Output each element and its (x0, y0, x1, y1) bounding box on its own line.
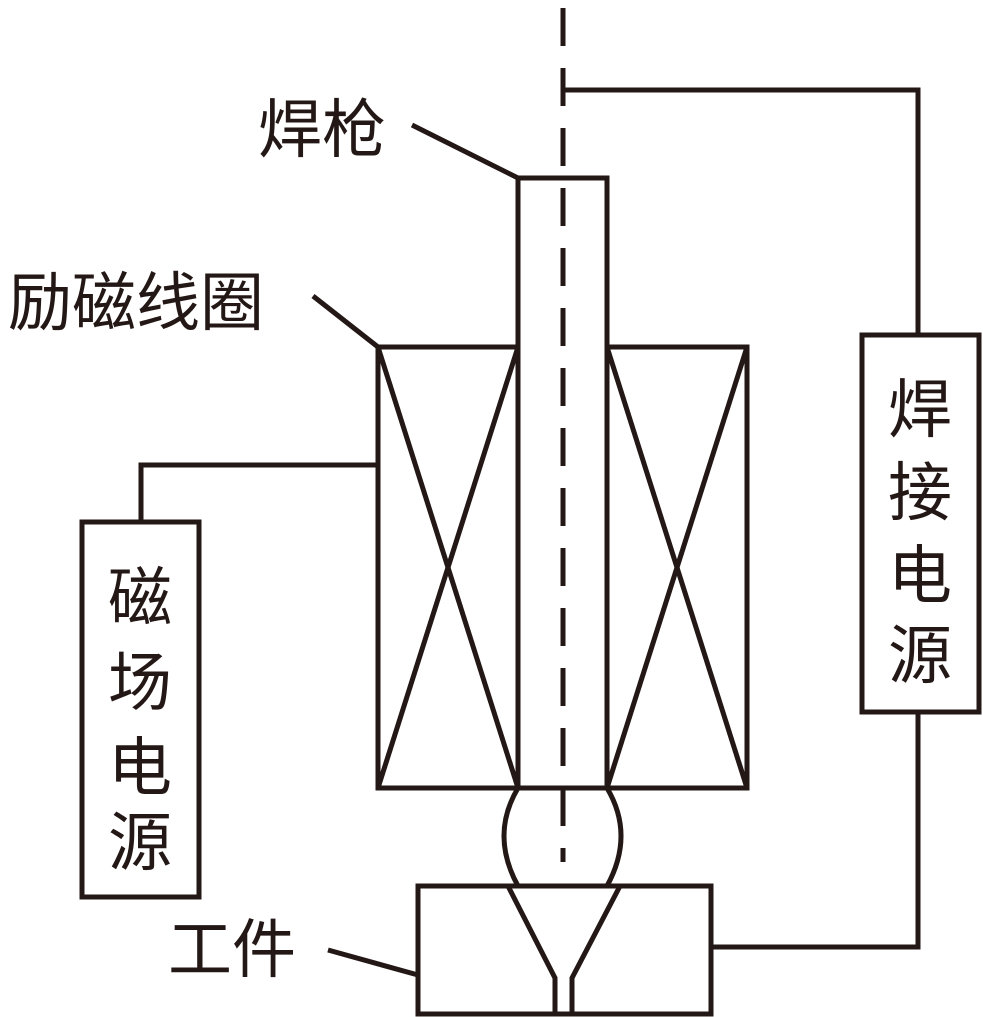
coil-right (604, 344, 750, 791)
magnet-power-char: 电 (108, 732, 172, 806)
magnet-power-char: 磁 (108, 562, 172, 636)
weld-power-bottom-wire (712, 712, 921, 950)
magnet-power-wire (138, 462, 378, 522)
workpiece-label: 工件 (168, 914, 296, 988)
coil-left (375, 344, 521, 791)
coil-left-cross-2 (375, 346, 521, 789)
arc-right-edge (604, 786, 624, 888)
weld-power-top-wire (563, 87, 921, 335)
weld-power-char: 焊 (888, 374, 952, 448)
magnet-power-char: 源 (108, 807, 172, 881)
workpiece-leader-line (327, 947, 419, 978)
magnet-power-box (79, 519, 202, 900)
weld-power-char: 源 (888, 620, 952, 694)
magnet-power-label: 磁 场 电 源 (108, 562, 172, 881)
coil-label: 励磁线圈 (8, 267, 264, 341)
weld-power-label: 焊 接 电 源 (888, 374, 952, 694)
weld-power-char: 接 (888, 457, 952, 531)
magnet-power-char: 场 (108, 647, 172, 721)
coil-right-cross-2 (604, 346, 750, 789)
coil-leader-line (311, 294, 380, 349)
groove-left (505, 884, 558, 1014)
arc-left-edge (501, 786, 521, 888)
torch-label: 焊枪 (258, 94, 386, 168)
groove-right (569, 884, 623, 1014)
weld-power-char: 电 (888, 540, 952, 614)
torch-leader-line (410, 122, 520, 181)
workpiece (415, 883, 714, 1017)
weld-power-box (859, 332, 982, 715)
